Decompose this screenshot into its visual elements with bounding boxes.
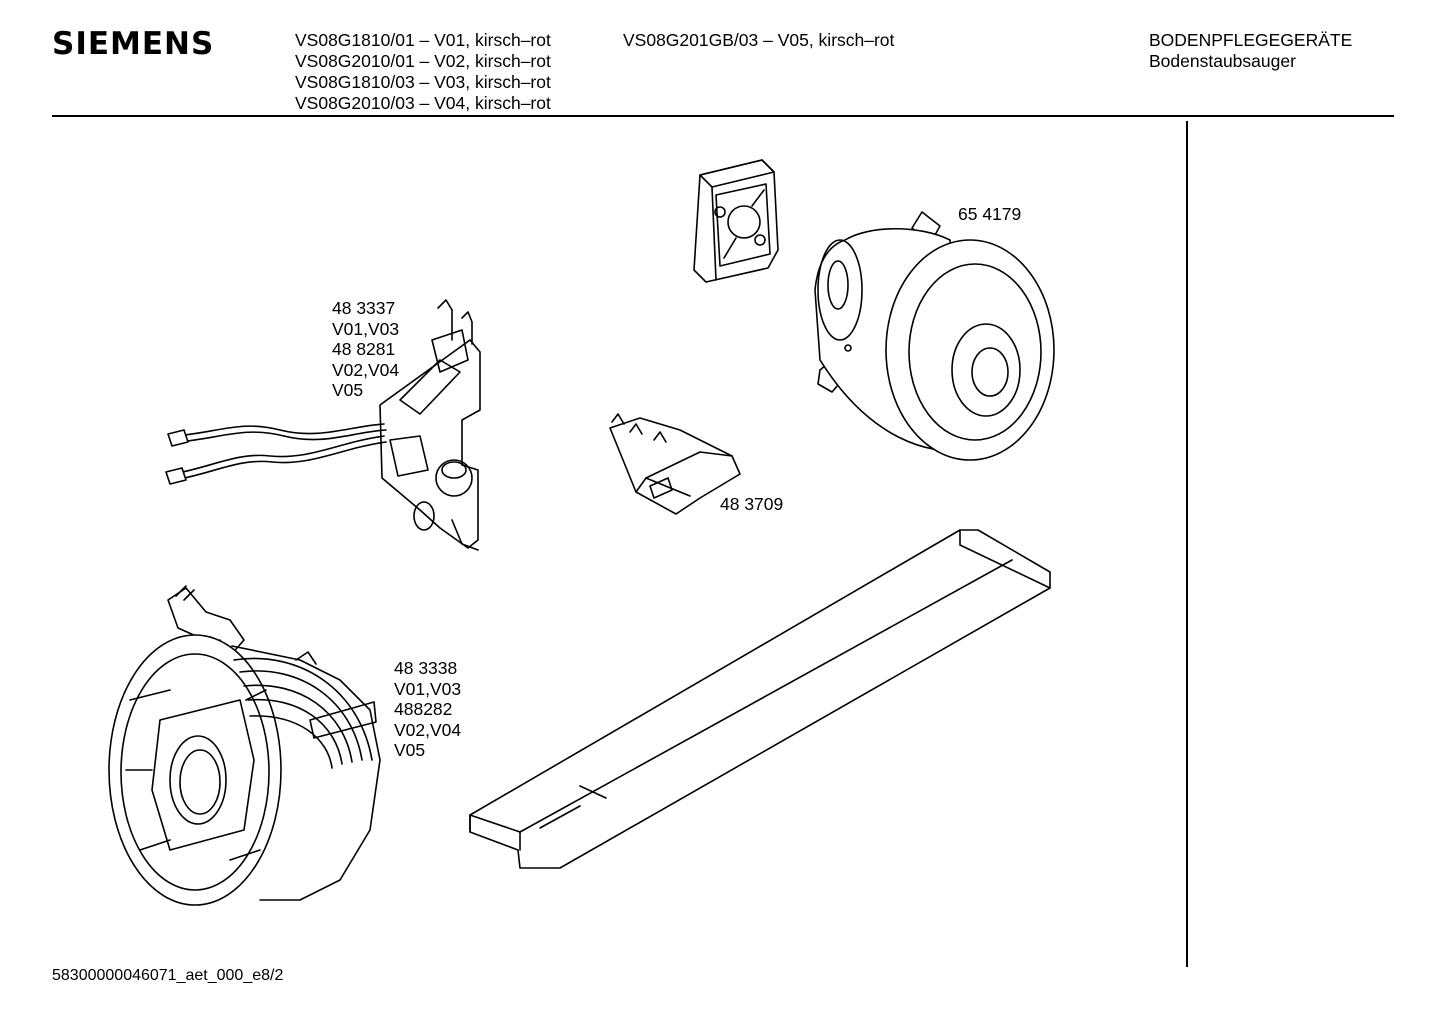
model-line: VS08G1810/03 – V03, kirsch–rot [295, 72, 551, 92]
part-variant: V05 [394, 740, 426, 760]
part-number: 48 3337 [332, 298, 396, 318]
model-list-secondary: VS08G201GB/03 – V05, kirsch–rot [623, 30, 894, 51]
part-variant: V02,V04 [394, 719, 462, 740]
part-label-clip: 48 3709 [720, 494, 783, 515]
part-variant: V01,V03 [332, 318, 400, 339]
motor-illustration [815, 212, 1054, 460]
model-line: VS08G201GB/03 – V05, kirsch–rot [623, 30, 895, 50]
part-label-pcb: 48 3337 V01,V03 48 8281 V02,V04 V05 [332, 298, 399, 401]
part-label-motor: 65 4179 [958, 204, 1021, 225]
document-code: 58300000046071_aet_000_e8/2 [52, 967, 284, 984]
category-title: BODENPFLEGEGERÄTE [1149, 30, 1353, 50]
part-variant: V05 [332, 380, 364, 400]
motor-gasket-illustration [694, 160, 778, 282]
part-variant: V02,V04 [332, 359, 400, 380]
model-line: VS08G2010/01 – V02, kirsch–rot [295, 51, 551, 71]
model-list-primary: VS08G1810/01 – V01, kirsch–rot VS08G2010… [295, 30, 551, 114]
model-line: VS08G1810/01 – V01, kirsch–rot [295, 30, 551, 50]
pcb-illustration [166, 300, 480, 550]
part-number: 65 4179 [958, 204, 1022, 224]
part-number: 488282 [394, 699, 453, 719]
side-divider [1186, 121, 1188, 967]
category-subtitle: Bodenstaubsauger [1149, 51, 1296, 71]
strip-illustration [470, 530, 1050, 868]
part-label-cable-reel: 48 3338 V01,V03 488282 V02,V04 V05 [394, 658, 461, 761]
clip-illustration [610, 414, 740, 514]
part-number: 48 8281 [332, 339, 396, 359]
siemens-logo: SIEMENS [52, 26, 215, 62]
part-number: 48 3709 [720, 494, 784, 514]
part-variant: V01,V03 [394, 678, 462, 699]
category-block: BODENPFLEGEGERÄTE Bodenstaubsauger [1149, 30, 1352, 72]
part-number: 48 3338 [394, 658, 458, 678]
header-divider [52, 115, 1394, 117]
cable-reel-illustration [109, 586, 380, 905]
model-line: VS08G2010/03 – V04, kirsch–rot [295, 93, 551, 113]
